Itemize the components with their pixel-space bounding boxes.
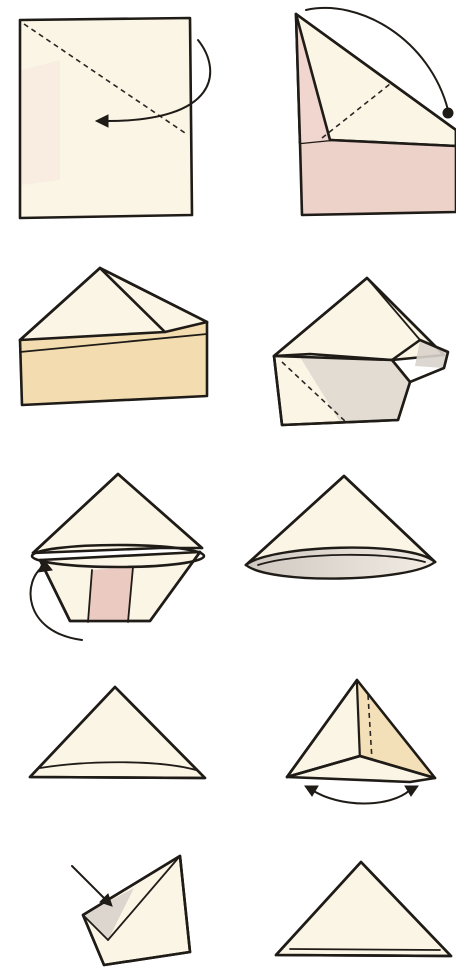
arrow-head-icon	[405, 786, 418, 796]
arrow-head-icon	[443, 108, 453, 118]
step-4-side-fold	[274, 278, 448, 425]
step-1-square-sheet	[20, 18, 210, 218]
step-8-pyramid	[287, 680, 435, 804]
step-2-folded-triangle	[296, 8, 456, 215]
step-3-hat-base	[20, 268, 207, 405]
arrow-head-icon	[305, 786, 318, 796]
step-7-flat-triangle	[30, 687, 205, 778]
double-arrow	[312, 790, 410, 804]
step-5-open-pocket	[31, 474, 204, 640]
step-6-cone-opening	[246, 476, 435, 579]
step-10-final-result	[276, 862, 451, 956]
step-9-side-view	[72, 856, 190, 965]
fold-arrow-9	[72, 866, 106, 900]
